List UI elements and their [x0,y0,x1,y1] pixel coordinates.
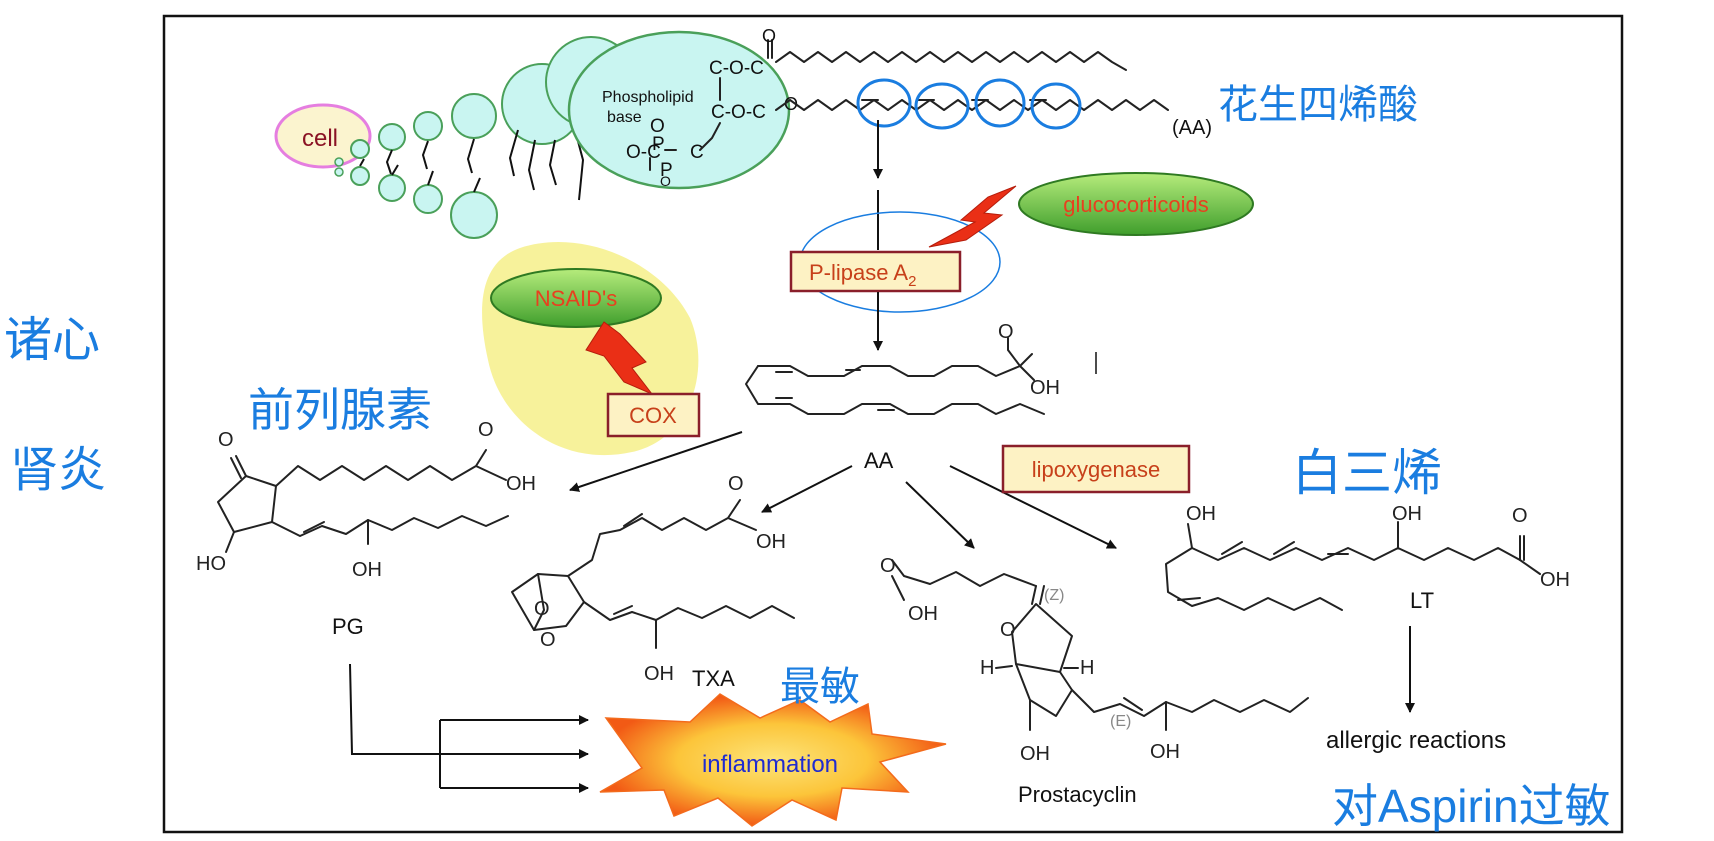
svg-text:O-C: O-C [626,142,661,163]
arrow-aa-to-lt [949,465,1117,549]
nsaids-badge [490,268,662,328]
svg-text:O: O [660,173,671,189]
svg-text:OH: OH [352,559,382,581]
svg-text:P: P [660,160,673,181]
svg-text:C-O-C: C-O-C [709,58,764,79]
glucocorticoids-lightning-icon [928,185,1017,248]
svg-text:O: O [478,419,494,441]
pg-to-inflammation-connector [349,663,440,755]
svg-text:OH: OH [1150,741,1180,763]
handwritten-left-2: 肾炎 [10,444,106,497]
glucocorticoids-label: glucocorticoids [1063,192,1209,217]
svg-text:OH: OH [1030,377,1060,399]
aa-tag: (AA) [1172,117,1212,139]
svg-text:H: H [980,657,994,679]
svg-text:O: O [998,321,1014,343]
svg-text:P: P [652,134,665,155]
diagram-frame [162,14,1624,834]
svg-text:OH: OH [506,473,536,495]
handwritten-leukotriene: 白三烯 [1292,445,1442,501]
svg-text:O: O [728,473,744,495]
phospholipid-base-head [567,30,791,190]
svg-text:O: O [1512,505,1528,527]
arrow-aa-to-prostacyclin [905,481,975,549]
cell-label: cell [302,125,338,152]
plipase-box [789,250,962,293]
svg-text:O: O [784,94,798,114]
glucocorticoids-badge [1018,172,1254,236]
svg-text:OH: OH [1020,743,1050,765]
svg-text:O: O [762,26,776,46]
double-bond-circles [856,78,1082,130]
lt-structure: OH OH O OH [1165,503,1570,611]
cell-oval [274,103,372,169]
prostacyclin-label: Prostacyclin [1018,782,1137,807]
pg-label: PG [332,614,364,639]
handwritten-prostaglandin: 前列腺素 [248,384,432,436]
handwritten-arachidonic-acid: 花生四烯酸 [1218,83,1418,127]
cell-membrane: cell [274,26,1212,239]
txa-label: TXA [692,666,735,691]
txa-structure: O O O OH OH [511,473,795,685]
svg-text:O: O [534,598,550,620]
pg-structure: O O OH HO OH [196,419,536,581]
svg-text:OH: OH [756,531,786,553]
svg-text:OH: OH [1392,503,1422,525]
plipase-label: P-lipase A2 [809,260,916,290]
nsaids-label: NSAID's [535,286,617,311]
handwritten-left-1: 诸心 [4,314,100,367]
e-tag: (E) [1110,713,1131,730]
svg-text:O: O [880,555,896,577]
fatty-chain-aa [775,99,1169,111]
svg-text:H: H [1080,657,1094,679]
svg-text:OH: OH [644,663,674,685]
handwritten-aspirin-allergy: 对Aspirin过敏 [1332,780,1611,832]
phospholipid-label-1: Phospholipid [602,89,694,106]
inflammation-label: inflammation [702,751,838,778]
lipoxygenase-box [1001,444,1191,494]
svg-text:O: O [218,429,234,451]
phospholipid-label-2: base [607,109,642,126]
aa-structure: O OH [745,321,1097,415]
svg-text:C: C [690,142,704,163]
svg-text:HO: HO [196,553,226,575]
svg-text:OH: OH [1540,569,1570,591]
svg-text:O: O [1000,619,1016,641]
arrow-aa-to-pg [569,431,743,492]
prostacyclin-structure: O OH (Z) O (E) OH OH H H [880,555,1309,765]
cox-label: COX [629,403,677,428]
glycerol-backbone: C-O-C C-O-C O-C C O P O P [626,58,766,189]
svg-text:OH: OH [908,603,938,625]
svg-text:C-O-C: C-O-C [711,102,766,123]
allergic-label: allergic reactions [1326,727,1506,754]
svg-text:O: O [650,116,665,137]
aa-label: AA [864,448,894,473]
cox-box [606,392,701,438]
lt-label: LT [1410,588,1434,613]
arrow-aa-to-txa [761,465,853,513]
svg-text:O: O [540,629,556,651]
handwritten-most-important: 最敏 [780,665,860,709]
inflammation-burst [599,693,947,827]
svg-text:OH: OH [1186,503,1216,525]
fatty-chain-upper [775,51,1127,71]
z-tag: (Z) [1044,587,1064,604]
lipoxygenase-label: lipoxygenase [1032,457,1160,482]
